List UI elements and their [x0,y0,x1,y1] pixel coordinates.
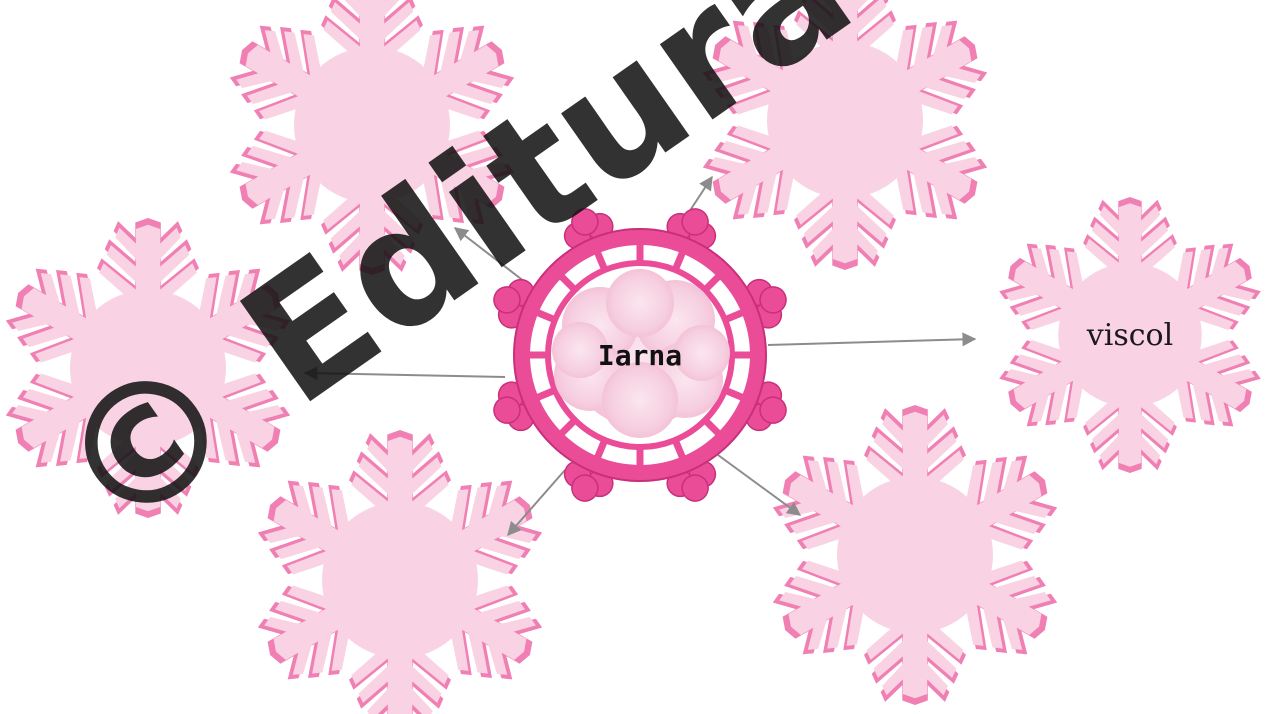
arrow-to-right [768,339,975,345]
snowflake-center [322,502,478,658]
cloud-puff [674,325,730,381]
center-label: Iarna [598,339,682,372]
cloud-puff [606,269,674,337]
cloud-puff [602,362,678,438]
snowflake-bottom-right [773,405,1057,705]
snowflake-center [837,477,993,633]
snowflake-label-right[interactable]: viscol [1086,318,1173,353]
snowflake-bottom-left [258,430,542,714]
snowflake-right: viscol [999,197,1261,473]
